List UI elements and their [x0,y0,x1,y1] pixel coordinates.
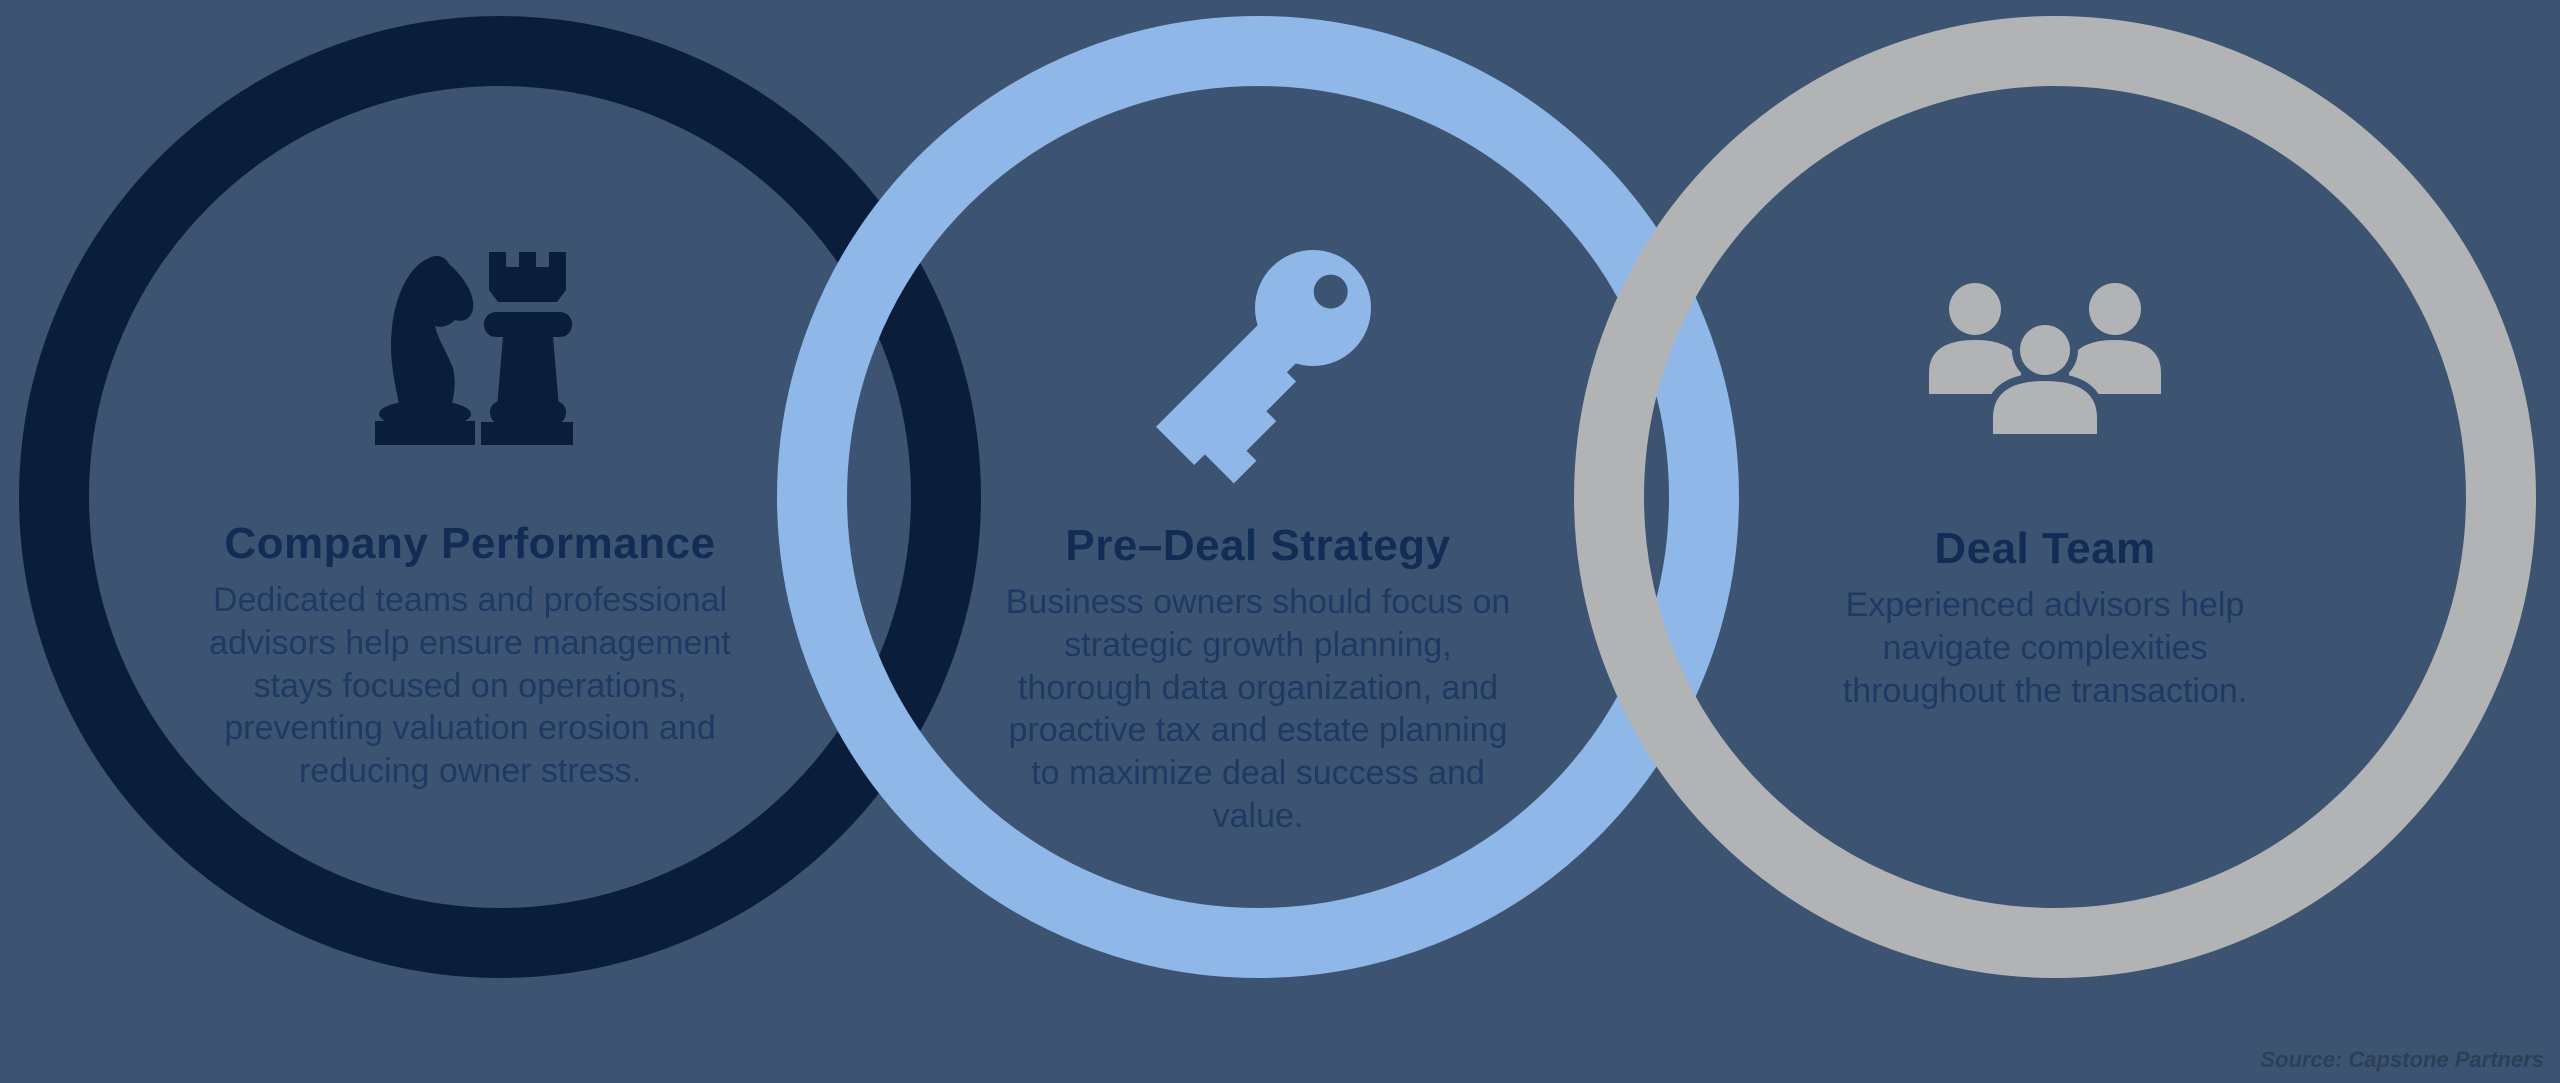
chess-pieces-icon [365,250,575,445]
section-title: Pre–Deal Strategy [1065,521,1451,570]
section-description: Business owners should focus on strategi… [1005,583,1511,836]
section-description: Experienced advisors help navigate compl… [1842,586,2248,710]
key-icon [1123,238,1393,508]
team-icon [1925,282,2165,442]
section-pre-deal-strategy: Pre–Deal Strategy Business owners should… [958,248,1558,838]
source-attribution: Source: Capstone Partners [2260,1047,2544,1072]
section-description: Dedicated teams and professional advisor… [209,581,731,791]
section-title: Company Performance [224,519,716,568]
section-deal-team: Deal Team Experienced advisors help navi… [1745,248,2345,712]
section-title: Deal Team [1934,524,2156,573]
section-company-performance: Company Performance Dedicated teams and … [170,248,770,793]
